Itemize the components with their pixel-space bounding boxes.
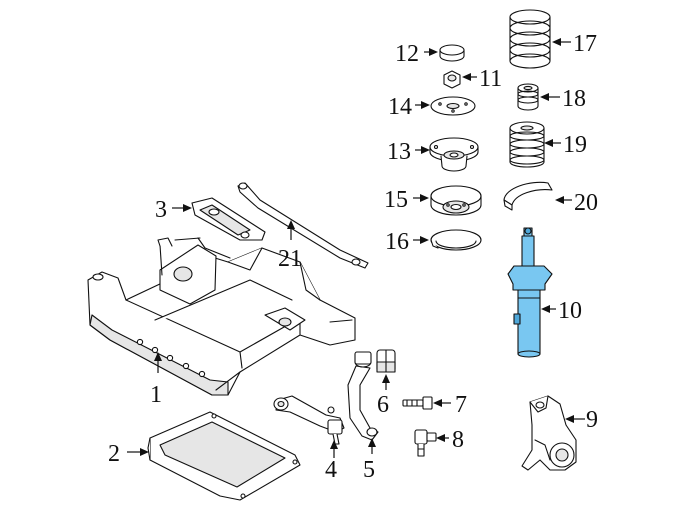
spring-insulator bbox=[430, 229, 482, 251]
strut-assembly bbox=[507, 227, 553, 358]
callout-13: 13 bbox=[387, 139, 430, 165]
cross-brace bbox=[237, 182, 369, 269]
callout-18: 18 bbox=[540, 86, 586, 112]
callout-label-14: 14 bbox=[388, 94, 412, 120]
strut-bushing bbox=[376, 349, 396, 373]
bump-stop bbox=[517, 83, 539, 111]
callout-label-11: 11 bbox=[479, 66, 502, 92]
mount-washer bbox=[430, 96, 476, 116]
callout-1: 1 bbox=[150, 352, 162, 408]
callout-label-6: 6 bbox=[377, 392, 389, 418]
callout-16: 16 bbox=[385, 229, 429, 255]
callout-14: 14 bbox=[388, 94, 430, 120]
callout-5: 5 bbox=[363, 438, 376, 483]
callout-4: 4 bbox=[325, 440, 338, 483]
callout-label-8: 8 bbox=[452, 427, 464, 453]
front-subframe bbox=[87, 237, 356, 396]
upper-spring-seat bbox=[430, 185, 482, 216]
tension-strut bbox=[347, 351, 379, 441]
callout-15: 15 bbox=[384, 187, 429, 213]
subframe-brace bbox=[191, 197, 266, 241]
callout-2: 2 bbox=[108, 441, 149, 467]
callout-label-3: 3 bbox=[155, 197, 167, 223]
callout-11: 11 bbox=[462, 66, 502, 92]
callout-17: 17 bbox=[552, 31, 597, 57]
callout-label-7: 7 bbox=[455, 392, 467, 418]
callout-label-5: 5 bbox=[363, 457, 375, 483]
callout-label-19: 19 bbox=[563, 132, 587, 158]
dust-cap bbox=[439, 44, 465, 62]
lower-control-arm bbox=[273, 395, 345, 445]
callout-6: 6 bbox=[377, 374, 390, 418]
nut bbox=[443, 70, 461, 89]
underbody-shield bbox=[147, 411, 301, 501]
callout-label-15: 15 bbox=[384, 187, 408, 213]
callout-12: 12 bbox=[395, 41, 438, 67]
callout-3: 3 bbox=[155, 197, 192, 223]
lower-spring-insulator bbox=[503, 181, 553, 211]
callout-label-17: 17 bbox=[573, 31, 597, 57]
callout-label-18: 18 bbox=[562, 86, 586, 112]
dust-boot bbox=[509, 121, 545, 168]
callout-label-12: 12 bbox=[395, 41, 419, 67]
callout-label-13: 13 bbox=[387, 139, 411, 165]
callout-7: 7 bbox=[433, 392, 467, 418]
stabilizer-link bbox=[414, 429, 437, 457]
callout-10: 10 bbox=[541, 298, 582, 324]
strut-mount bbox=[429, 137, 479, 172]
callout-9: 9 bbox=[565, 407, 598, 433]
coil-spring bbox=[509, 9, 551, 69]
callout-label-20: 20 bbox=[574, 190, 598, 216]
callout-8: 8 bbox=[436, 427, 464, 453]
callout-19: 19 bbox=[544, 132, 587, 158]
callout-label-16: 16 bbox=[385, 229, 409, 255]
callout-label-10: 10 bbox=[558, 298, 582, 324]
callout-21: 21 bbox=[278, 220, 302, 272]
callout-label-1: 1 bbox=[150, 382, 162, 408]
callout-20: 20 bbox=[555, 190, 598, 216]
steering-knuckle bbox=[521, 395, 577, 471]
callout-label-21: 21 bbox=[278, 246, 302, 272]
bolt bbox=[402, 396, 433, 410]
callout-label-4: 4 bbox=[325, 457, 337, 483]
callout-label-9: 9 bbox=[586, 407, 598, 433]
callout-label-2: 2 bbox=[108, 441, 120, 467]
